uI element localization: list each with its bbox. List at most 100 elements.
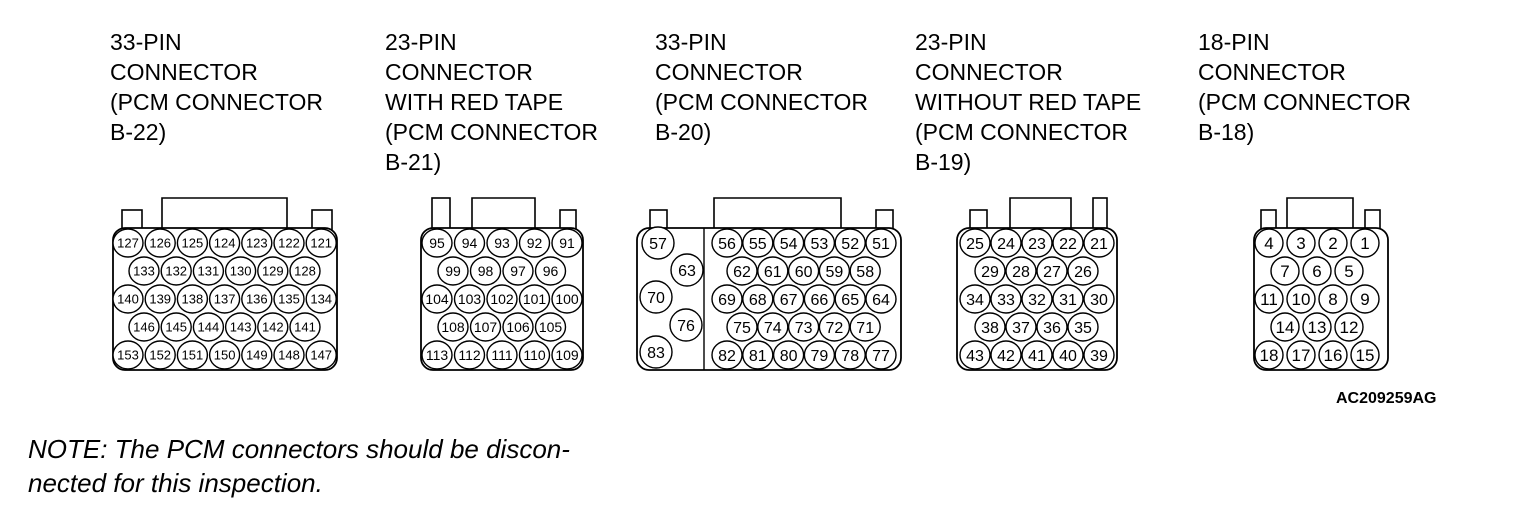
pin-number: 126 bbox=[149, 236, 171, 251]
pin-number: 65 bbox=[841, 292, 859, 309]
label-line: B-18) bbox=[1198, 119, 1255, 145]
pin-circle bbox=[726, 312, 758, 342]
pin-circle bbox=[1021, 284, 1053, 314]
pin-circle bbox=[990, 228, 1022, 258]
key-hump bbox=[1009, 197, 1072, 229]
pin-number: 82 bbox=[718, 348, 736, 365]
label-line: WITHOUT RED TAPE bbox=[915, 89, 1142, 115]
pin-circle bbox=[639, 335, 673, 369]
label-line: (PCM CONNECTOR bbox=[385, 119, 598, 145]
pin-circle bbox=[641, 226, 675, 260]
pin-number: 101 bbox=[523, 291, 547, 307]
pin-circle bbox=[990, 284, 1022, 314]
key-hump bbox=[1286, 197, 1354, 229]
pin-circle bbox=[453, 228, 486, 258]
pin-number: 109 bbox=[555, 347, 579, 363]
pin-number: 131 bbox=[198, 264, 220, 279]
pin-circle bbox=[551, 284, 583, 314]
pin-circle bbox=[241, 228, 273, 258]
pin-number: 91 bbox=[559, 235, 575, 251]
pin-number: 139 bbox=[149, 292, 171, 307]
pin-circle bbox=[990, 340, 1022, 370]
pin-circle bbox=[224, 256, 257, 286]
pin-circle bbox=[1318, 340, 1348, 370]
pin-number: 11 bbox=[1260, 290, 1278, 309]
pin-circle bbox=[959, 284, 991, 314]
key-hump bbox=[161, 197, 288, 229]
pin-number: 15 bbox=[1356, 346, 1375, 365]
pin-circle bbox=[502, 312, 534, 342]
pin-circle bbox=[469, 256, 502, 286]
pin-circle bbox=[865, 228, 897, 258]
pin-number: 142 bbox=[262, 320, 284, 335]
pin-number: 135 bbox=[278, 292, 300, 307]
pin-circle bbox=[742, 284, 774, 314]
pin-circle bbox=[1005, 312, 1037, 342]
pin-number: 36 bbox=[1043, 320, 1061, 337]
pin-circle bbox=[818, 256, 851, 286]
pin-circle bbox=[757, 256, 789, 286]
pin-number: 77 bbox=[872, 348, 890, 365]
pin-number: 68 bbox=[749, 292, 767, 309]
label-line: B-22) bbox=[110, 119, 167, 145]
pin-number: 141 bbox=[294, 320, 316, 335]
pin-number: 76 bbox=[677, 318, 695, 335]
pin-number: 98 bbox=[478, 263, 494, 279]
pin-circle bbox=[534, 312, 567, 342]
pin-number: 134 bbox=[310, 292, 332, 307]
pin-circle bbox=[502, 256, 534, 286]
pin-number: 32 bbox=[1028, 292, 1046, 309]
latch-tab bbox=[1364, 209, 1381, 231]
pin-number: 4 bbox=[1264, 234, 1273, 253]
pin-circle bbox=[421, 228, 453, 258]
pin-circle bbox=[289, 312, 321, 342]
pin-circle bbox=[305, 284, 337, 314]
pin-circle bbox=[834, 340, 866, 370]
pin-number: 8 bbox=[1328, 290, 1337, 309]
pin-circle bbox=[1270, 256, 1300, 286]
pin-circle bbox=[834, 284, 866, 314]
pin-circle bbox=[1052, 284, 1084, 314]
pin-circle bbox=[128, 312, 160, 342]
pin-number: 54 bbox=[780, 236, 798, 253]
pin-circle bbox=[1021, 228, 1053, 258]
pin-number: 75 bbox=[733, 320, 751, 337]
pin-circle bbox=[1302, 312, 1332, 342]
connector-label-b21: 23-PIN CONNECTOR WITH RED TAPE (PCM CONN… bbox=[385, 27, 598, 177]
pin-circle bbox=[305, 340, 337, 370]
pin-circle bbox=[518, 284, 551, 314]
pin-number: 112 bbox=[458, 347, 481, 363]
pin-number: 17 bbox=[1292, 346, 1311, 365]
pin-number: 70 bbox=[647, 290, 665, 307]
pin-circle bbox=[257, 312, 289, 342]
pin-number: 60 bbox=[795, 264, 813, 281]
pin-circle bbox=[1021, 340, 1053, 370]
pin-circle bbox=[112, 228, 144, 258]
pin-circle bbox=[518, 228, 551, 258]
pin-number: 129 bbox=[262, 264, 284, 279]
pin-circle bbox=[726, 256, 758, 286]
label-line: (PCM CONNECTOR bbox=[110, 89, 323, 115]
pin-number: 153 bbox=[117, 348, 139, 363]
latch-tab bbox=[121, 209, 143, 231]
label-line: (PCM CONNECTOR bbox=[1198, 89, 1411, 115]
label-line: 33-PIN bbox=[655, 29, 727, 55]
pin-number: 125 bbox=[182, 236, 204, 251]
pin-circle bbox=[160, 256, 192, 286]
pin-circle bbox=[1005, 256, 1037, 286]
pin-number: 63 bbox=[678, 263, 696, 280]
pin-circle bbox=[486, 228, 518, 258]
pin-number: 107 bbox=[474, 319, 498, 335]
pin-number: 52 bbox=[841, 236, 859, 253]
pin-circle bbox=[289, 256, 321, 286]
pin-number: 38 bbox=[981, 320, 999, 337]
label-line: CONNECTOR bbox=[110, 59, 258, 85]
pin-circle bbox=[865, 340, 897, 370]
pin-circle bbox=[1334, 256, 1364, 286]
pin-circle bbox=[453, 340, 486, 370]
pin-number: 16 bbox=[1324, 346, 1343, 365]
pin-number: 27 bbox=[1043, 264, 1061, 281]
